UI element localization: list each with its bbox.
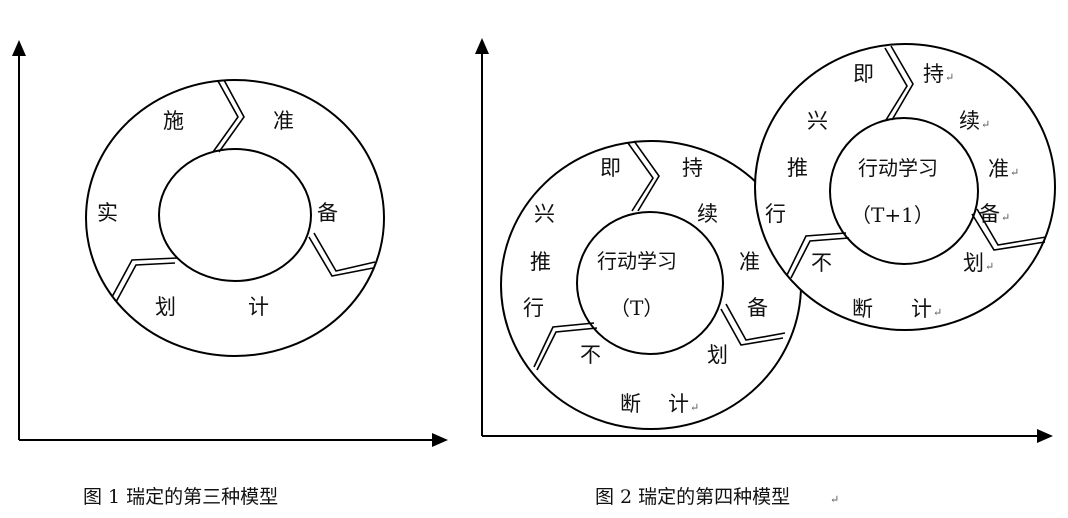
circle-t1-subtitle: （T+1） xyxy=(851,203,934,227)
circle-t-label-tui: 推 xyxy=(530,250,551,274)
circle-t-label-zhun: 准 xyxy=(739,250,760,274)
figure-1-inner-ring xyxy=(158,148,312,282)
figure-1: 施 准 备 计 划 实 图 1 瑞定的第三种模型 xyxy=(12,40,448,508)
figure-1-label-hua: 划 xyxy=(155,295,176,319)
circle-t1-label-chi: 持 xyxy=(923,62,944,86)
circle-t1-title: 行动学习 xyxy=(858,156,938,180)
circle-t-label-ji: 即 xyxy=(600,156,621,180)
figure-2: 行动学习 （T） 即 持 续 准 备 划 计 ↵ 断 不 行 推 兴 行动学习 … xyxy=(475,38,1056,508)
circle-t1-label-ji2: 计 xyxy=(911,297,932,321)
figure-2-axes xyxy=(481,47,1044,437)
figure-1-label-shi: 施 xyxy=(163,109,184,133)
figure-1-separators xyxy=(111,79,376,303)
circle-t1-mark-xu: ↵ xyxy=(981,118,990,131)
figure-1-caption: 图 1 瑞定的第三种模型 xyxy=(83,486,278,508)
circle-t1-label-tui: 推 xyxy=(787,156,808,180)
circle-t1-mark-ji2: ↵ xyxy=(933,306,942,319)
circle-t-separators xyxy=(533,140,786,371)
circle-t1-label-xu: 续 xyxy=(959,109,980,133)
circle-t-label-bu: 不 xyxy=(580,343,601,367)
circle-t-title: 行动学习 xyxy=(597,249,677,273)
figure-2-caption-mark: ↵ xyxy=(830,493,839,506)
circle-t-label-chi: 持 xyxy=(682,156,703,180)
circle-t1-mark-chi: ↵ xyxy=(945,71,954,84)
circle-t-inner-ring xyxy=(576,211,724,355)
figure-1-label-ji: 计 xyxy=(248,295,269,319)
figure-1-outer-ring xyxy=(85,79,385,357)
circle-t1-label-zhun: 准 xyxy=(988,157,1009,181)
circle-t1-separators xyxy=(786,45,1047,279)
figure-1-x-arrow xyxy=(432,433,448,447)
circle-t-label-xu: 续 xyxy=(697,202,718,226)
figure-1-label-zhun: 准 xyxy=(273,109,294,133)
circle-t1-label-bu: 不 xyxy=(811,251,832,275)
circle-t1-label-bei: 备 xyxy=(979,202,1000,226)
circle-t-label-ji2: 计 xyxy=(668,392,689,416)
circle-t-label-xing2: 兴 xyxy=(534,202,555,226)
figure-1-y-arrow xyxy=(12,40,26,56)
circle-t-label-bei: 备 xyxy=(747,296,768,320)
circle-t-subtitle: （T） xyxy=(610,296,663,320)
circle-t-label-duan: 断 xyxy=(620,392,641,416)
figure-2-y-arrow xyxy=(475,38,489,54)
circle-t1-mark-bei: ↵ xyxy=(1001,211,1010,224)
circle-t1-inner-ring xyxy=(829,117,979,265)
circle-t-label-xing: 行 xyxy=(523,296,544,320)
circle-t1-label-duan: 断 xyxy=(852,297,873,321)
circle-t1-label-xing2: 兴 xyxy=(807,109,828,133)
circle-t-mark-ji2: ↵ xyxy=(690,401,699,414)
circle-t1-label-hua: 划 xyxy=(963,251,984,275)
figure-1-label-shi2: 实 xyxy=(97,201,118,225)
circle-t1-label-ji: 即 xyxy=(853,62,874,86)
figure-2-x-arrow xyxy=(1037,429,1053,443)
figure-1-axes xyxy=(18,48,440,441)
circle-t-label-hua: 划 xyxy=(707,343,728,367)
circle-t1-mark-zhun: ↵ xyxy=(1010,166,1019,179)
figure-1-label-bei: 备 xyxy=(317,201,338,225)
circle-t1-mark-hua: ↵ xyxy=(985,260,994,273)
circle-t1-label-xing: 行 xyxy=(765,202,786,226)
figure-2-caption: 图 2 瑞定的第四种模型 xyxy=(595,486,790,508)
